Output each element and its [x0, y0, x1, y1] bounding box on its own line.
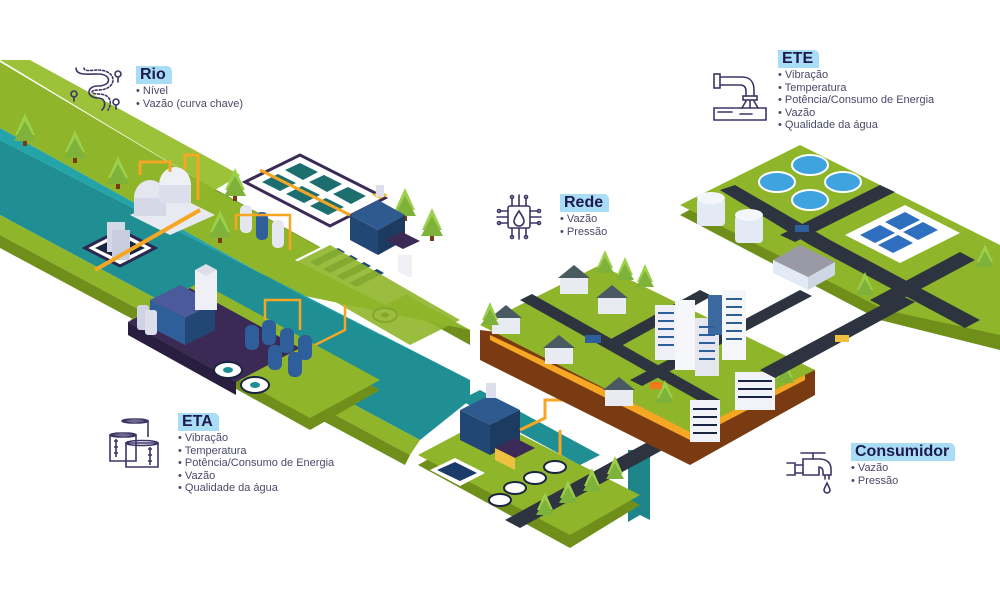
treatment-basins: [234, 153, 389, 250]
callout-eta-item: Vazão: [178, 470, 334, 483]
trees-bottom: [536, 456, 624, 515]
callout-eta-items: Vibração Temperatura Potência/Consumo de…: [178, 432, 334, 495]
callout-ete-item: Vibração: [778, 69, 934, 82]
callout-rio-item: Nível: [136, 85, 243, 98]
callout-eta-item: Qualidade da água: [178, 482, 334, 495]
city-platform: [480, 250, 815, 465]
callout-eta-item: Vibração: [178, 432, 334, 445]
eta-platform: [128, 264, 380, 430]
trees-riverbank: [14, 113, 443, 243]
water-intake-plant: [81, 153, 215, 272]
callout-ete-title: ETE: [778, 50, 820, 68]
callout-consumidor-title: Consumidor: [851, 443, 956, 461]
callout-rede-title: Rede: [560, 194, 610, 212]
callout-rio-items: Nível Vazão (curva chave): [136, 85, 243, 110]
pipe-outflow-icon: [712, 68, 768, 122]
callout-ete-item: Qualidade da água: [778, 119, 934, 132]
callout-rio-title: Rio: [136, 66, 172, 84]
callout-consumidor-items: Vazão Pressão: [851, 462, 955, 487]
callout-rede-item: Vazão: [560, 213, 609, 226]
circuit-water-drop-icon: [494, 192, 544, 242]
callout-rede-item: Pressão: [560, 226, 609, 239]
ete-platform: [680, 145, 1000, 378]
callout-ete-item: Potência/Consumo de Energia: [778, 94, 934, 107]
callout-ete-item: Vazão: [778, 107, 934, 120]
callout-ete-item: Temperatura: [778, 82, 934, 95]
callout-rede-items: Vazão Pressão: [560, 213, 609, 238]
storage-tanks-icon: [108, 417, 162, 469]
callout-eta-item: Potência/Consumo de Energia: [178, 457, 334, 470]
callout-eta-title: ETA: [178, 413, 219, 431]
callout-rio-item: Vazão (curva chave): [136, 98, 243, 111]
callout-consumidor-item: Vazão: [851, 462, 955, 475]
faucet-icon: [785, 447, 839, 497]
callout-ete-items: Vibração Temperatura Potência/Consumo de…: [778, 69, 934, 132]
callout-eta-item: Temperatura: [178, 445, 334, 458]
callout-consumidor-item: Pressão: [851, 475, 955, 488]
distribution-platform: [418, 383, 690, 548]
river-icon: [68, 64, 126, 112]
